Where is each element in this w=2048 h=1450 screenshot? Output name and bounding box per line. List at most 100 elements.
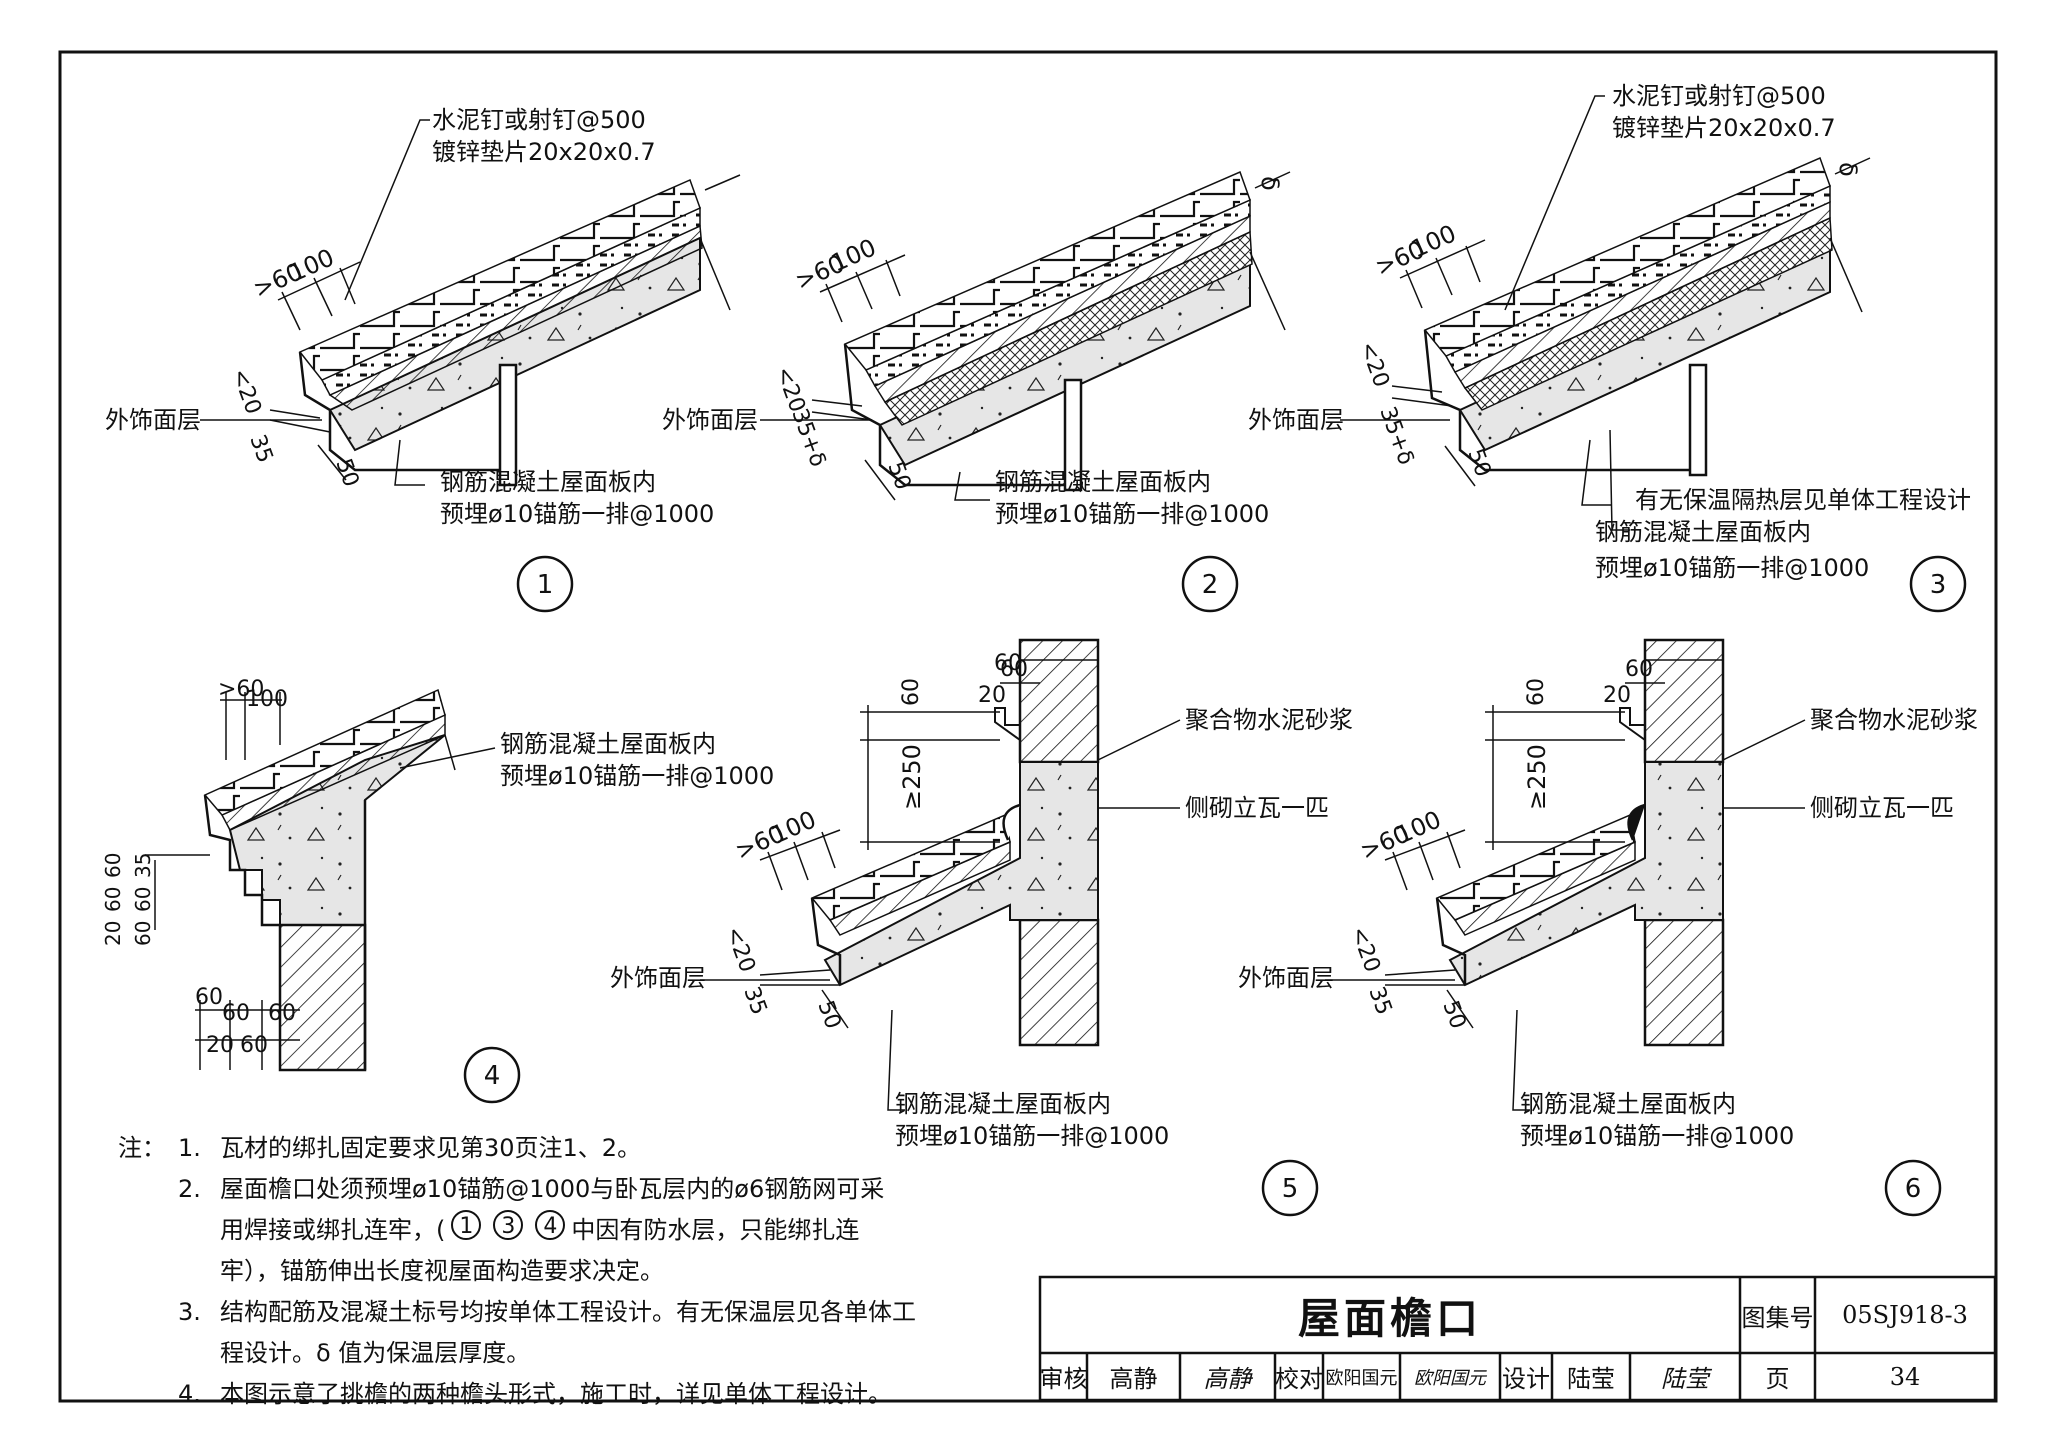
- dim-20-3: <20: [1354, 339, 1393, 391]
- detail-marker-1: [516, 555, 574, 613]
- roof-tiles-4: [203, 688, 446, 816]
- dim-100-3: 100: [1407, 219, 1460, 263]
- note-2-line-2b: 中因有防水层，只能绑扎连: [571, 1216, 860, 1244]
- wall-4: [278, 923, 367, 1072]
- svg-text:50: 50: [1437, 998, 1470, 1033]
- svg-text:35: 35: [738, 984, 771, 1019]
- label-anchor2-2: 预埋ø10锚筋一排@1000: [995, 500, 1269, 528]
- label-tile-6: 侧砌立瓦一匹: [1810, 794, 1954, 822]
- note-3-line-1: 结构配筋及混凝土标号均按单体工程设计。有无保温层见各单体工: [220, 1298, 916, 1326]
- svg-text:60: 60: [195, 985, 223, 1010]
- svg-text:60: 60: [131, 921, 155, 946]
- svg-text:3: 3: [1930, 570, 1947, 600]
- detail-3: >60 100 <20 35+δ 50 δ 水泥钉或射钉@500 镀锌垫片20x…: [1248, 82, 1971, 613]
- dim-35d-3: 35+δ: [1374, 404, 1418, 469]
- svg-text:60: 60: [222, 1001, 250, 1026]
- svg-text:60: 60: [1524, 678, 1549, 706]
- check-signature: 欧阳国元: [1414, 1367, 1486, 1389]
- label-tile-5: 侧砌立瓦一匹: [1185, 794, 1329, 822]
- label-anchor1-6: 钢筋混凝土屋面板内: [1520, 1090, 1736, 1118]
- label-anchor1-3: 钢筋混凝土屋面板内: [1595, 518, 1811, 546]
- detail-marker-4: [463, 1046, 521, 1104]
- title-block: 屋面檐口 图集号 05SJ918-3 审核 高静 高静 校对 欧阳国元 欧阳国元…: [1040, 1277, 1993, 1400]
- label-anchor1-2: 钢筋混凝土屋面板内: [995, 468, 1211, 496]
- label-anchor2-3: 预埋ø10锚筋一排@1000: [1595, 554, 1869, 582]
- label-anchor2-6: 预埋ø10锚筋一排@1000: [1520, 1122, 1794, 1150]
- roof-tiles-2: [843, 170, 1251, 371]
- label-washer-3: 镀锌垫片20x20x0.7: [1612, 114, 1836, 142]
- label-finish-6: 外饰面层: [1238, 964, 1334, 992]
- label-anchor2-5: 预埋ø10锚筋一排@1000: [895, 1122, 1169, 1150]
- label-anchor2-1: 预埋ø10锚筋一排@1000: [440, 500, 714, 528]
- dim-250-6: ≥250: [1523, 744, 1551, 810]
- svg-text:2: 2: [1202, 570, 1219, 600]
- svg-text:<20: <20: [1345, 924, 1384, 976]
- note-1: 瓦材的绑扎固定要求见第30页注1、2。: [220, 1134, 642, 1162]
- svg-text:60: 60: [131, 887, 155, 912]
- design-label: 设计: [1502, 1365, 1550, 1393]
- svg-text:20: 20: [206, 1033, 234, 1058]
- note-3-line-2: 程设计。δ 值为保温层厚度。: [220, 1339, 531, 1367]
- atlas-number: 05SJ918-3: [1842, 1301, 1968, 1329]
- dim-delta-2: δ: [1256, 176, 1284, 191]
- label-mortar-6: 聚合物水泥砂浆: [1810, 706, 1978, 734]
- ref-detail-1: 1: [451, 1210, 482, 1240]
- label-anchor1-4: 钢筋混凝土屋面板内: [500, 730, 716, 758]
- detail-6: 60 20 60 ≥250 >60 100 <20 35 50 聚合物水泥砂浆 …: [1238, 638, 1978, 1217]
- notes-lead: 注：: [118, 1134, 166, 1162]
- detail-marker-5: [1261, 1159, 1319, 1217]
- label-insul-3: 有无保温隔热层见单体工程设计: [1635, 486, 1971, 514]
- dim-100-2: 100: [827, 233, 880, 277]
- sheet-border: [58, 50, 1998, 1403]
- roof-slab-6: [1448, 761, 1724, 987]
- review-name: 高静: [1109, 1365, 1158, 1393]
- note-2-line-2a: 用焊接或绑扎连牢，(: [220, 1216, 446, 1244]
- svg-text:20: 20: [978, 683, 1006, 708]
- label-anchor1-1: 钢筋混凝土屋面板内: [440, 468, 656, 496]
- dim-20-1: <20: [226, 366, 265, 418]
- atlas-label: 图集号: [1741, 1303, 1814, 1332]
- detail-marker-3: [1909, 555, 1967, 613]
- note-4: 本图示意了挑檐的两种檐头形式，施工时，详见单体工程设计。: [220, 1380, 892, 1408]
- svg-text:5: 5: [1282, 1174, 1299, 1204]
- svg-text:60: 60: [1625, 657, 1653, 682]
- page-number: 34: [1889, 1362, 1921, 1391]
- page-label: 页: [1765, 1365, 1790, 1393]
- titleblock-grid: [1038, 1275, 1997, 1402]
- svg-text:60: 60: [101, 853, 125, 878]
- ref-detail-4: 4: [535, 1210, 566, 1240]
- label-nail-1: 水泥钉或射钉@500: [432, 106, 646, 134]
- check-name: 欧阳国元: [1325, 1367, 1398, 1389]
- dim-60-v-5: 60: [899, 678, 924, 706]
- dim-100-4: 100: [246, 687, 288, 712]
- wall-2: [1063, 378, 1083, 492]
- svg-text:60: 60: [1000, 657, 1028, 682]
- detail-4: >60 100 60 60 35 60 20 60 60 60 60 20 60…: [101, 677, 774, 1104]
- wall-3: [1688, 363, 1708, 477]
- dim-50-1: 50: [330, 456, 363, 491]
- roof-tiles-3: [1423, 156, 1831, 357]
- detail-marker-6: [1884, 1159, 1942, 1217]
- svg-text:<20: <20: [720, 924, 759, 976]
- wall-1: [498, 363, 518, 487]
- note-2-line-1: 屋面檐口处须预埋ø10锚筋@1000与卧瓦层内的ø6钢筋网可采: [220, 1175, 885, 1203]
- roof-slab-5: [823, 761, 1099, 987]
- dim-35d-2: 35+δ: [786, 406, 830, 471]
- svg-text:35: 35: [131, 853, 155, 878]
- drawing-title: 屋面檐口: [1297, 1293, 1482, 1343]
- svg-text:60: 60: [268, 1001, 296, 1026]
- svg-text:20: 20: [101, 921, 125, 946]
- roof-tiles-1: [298, 178, 701, 381]
- svg-text:50: 50: [812, 998, 845, 1033]
- svg-text:6: 6: [1905, 1174, 1922, 1204]
- design-name: 陆莹: [1567, 1365, 1615, 1393]
- dim-250-5: ≥250: [898, 744, 926, 810]
- dim-delta-3: δ: [1834, 162, 1862, 177]
- svg-text:60: 60: [101, 887, 125, 912]
- notes-block: 注： 1. 瓦材的绑扎固定要求见第30页注1、2。 2. 屋面檐口处须预埋ø10…: [118, 1128, 978, 1415]
- label-finish-1: 外饰面层: [105, 406, 201, 434]
- label-finish-5: 外饰面层: [610, 964, 706, 992]
- review-signature: 高静: [1203, 1365, 1252, 1393]
- check-label: 校对: [1275, 1365, 1323, 1393]
